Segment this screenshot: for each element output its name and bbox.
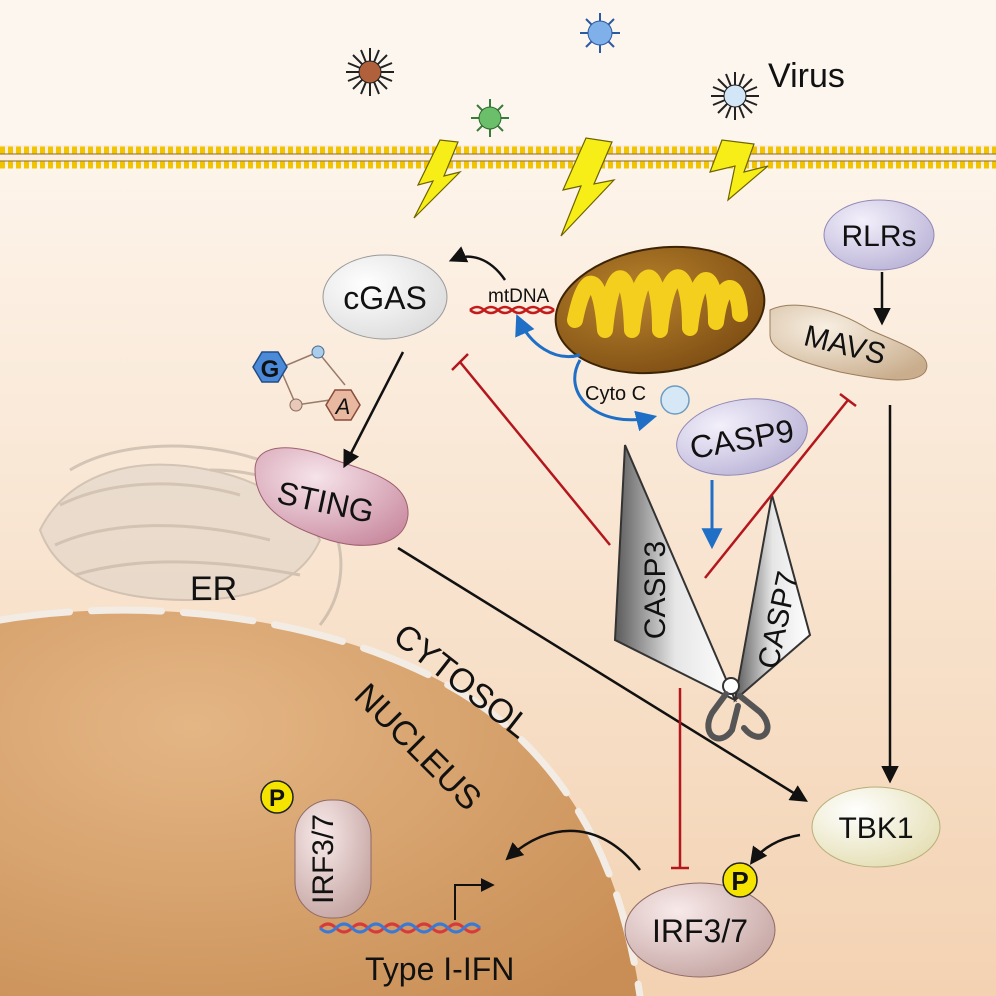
mavs-node xyxy=(769,304,928,381)
arrow-mito-to-mtdna xyxy=(515,314,581,358)
inhibit-casp3-to-irf xyxy=(671,688,689,870)
virus-label: Virus xyxy=(768,57,845,95)
tbk1-label: TBK1 xyxy=(838,812,913,845)
er-icon xyxy=(38,444,343,626)
cgamp-icon xyxy=(252,345,361,421)
cgamp-g-label: G xyxy=(261,356,280,383)
irf-nuc-node xyxy=(294,799,372,919)
phosphate-nuc-label: P xyxy=(269,785,285,812)
cyto-c-molecule xyxy=(660,385,690,415)
sting-node xyxy=(254,447,409,546)
lightning-icon xyxy=(413,139,462,219)
virus-icon xyxy=(471,99,509,137)
casp3-blade xyxy=(613,444,738,703)
cyto-c-label: Cyto C xyxy=(585,383,646,405)
scissors-icon xyxy=(613,444,812,742)
inhibit-casp7-to-mavs xyxy=(704,393,857,579)
cgas-label: cGAS xyxy=(343,280,427,316)
virus-icon xyxy=(711,72,759,120)
casp3-label: CASP3 xyxy=(639,541,672,639)
lightning-icon xyxy=(560,137,616,237)
transcription-start-arrow xyxy=(454,878,495,920)
irf-cyto-label: IRF3/7 xyxy=(652,913,748,949)
irf-cyto-node xyxy=(624,882,776,978)
mitochondrion-icon xyxy=(554,245,766,375)
inhibit-casp3-to-cgas xyxy=(451,353,611,546)
rlrs-label: RLRs xyxy=(841,220,916,253)
rlrs-node xyxy=(823,199,935,271)
arrow-sting-to-tbk1 xyxy=(397,546,808,802)
arrow-tbk1-to-irf xyxy=(749,833,801,865)
cgamp-a-label: A xyxy=(334,394,351,419)
phosphate-cyto-label: P xyxy=(731,866,748,896)
plasma-membrane xyxy=(0,146,996,169)
dna-icon xyxy=(469,305,555,315)
virus-icon xyxy=(580,13,620,53)
mtdna-label: mtDNA xyxy=(488,286,550,307)
casp7-blade xyxy=(733,494,812,703)
type-ifn-label: Type I-IFN xyxy=(365,951,514,987)
irf-nuc-label: IRF3/7 xyxy=(307,814,340,904)
phosphate-badge xyxy=(722,862,758,898)
er-label: ER xyxy=(190,570,237,608)
casp9-node xyxy=(676,398,808,476)
arrow-mito-to-cytoc xyxy=(573,359,658,432)
dna-icon xyxy=(318,922,482,934)
arrow-mtdna-to-cgas xyxy=(448,246,507,281)
arrow-irf-to-nucleus xyxy=(505,829,641,871)
cgas-node xyxy=(322,254,448,340)
phosphate-badge xyxy=(260,780,294,814)
arrow-cgas-to-sting xyxy=(343,351,405,469)
tbk1-node xyxy=(811,786,941,868)
virus-icon xyxy=(346,48,394,96)
nuclear-envelope xyxy=(0,606,644,996)
lightning-icon xyxy=(709,139,769,202)
